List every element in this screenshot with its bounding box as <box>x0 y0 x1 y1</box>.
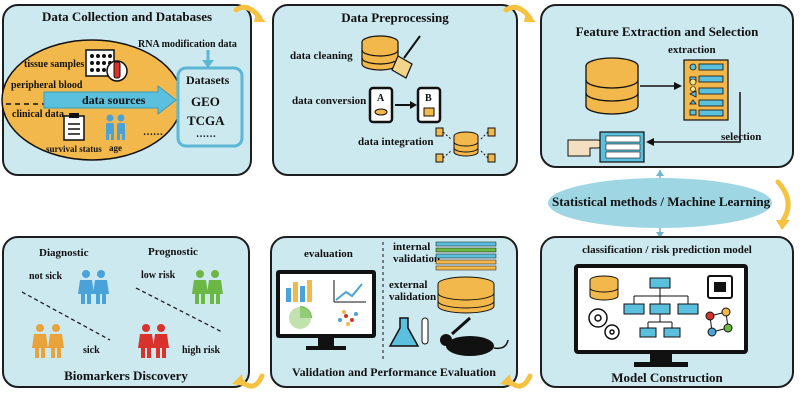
external-database-icon <box>437 276 495 314</box>
low-risk-label: low risk <box>141 270 176 281</box>
datasets-dots: …… <box>196 129 216 140</box>
feature-list-icon <box>683 59 729 121</box>
sick-people-icon <box>32 324 64 358</box>
integration-icon <box>435 127 496 163</box>
box-a-label: A <box>377 93 385 104</box>
blood-tube-icon <box>106 60 128 82</box>
data-sources-arrow <box>43 84 177 116</box>
syringe-icon <box>451 316 471 336</box>
data-sources-label: data sources <box>82 93 146 107</box>
not-sick-people-icon <box>78 270 109 304</box>
not-sick-label: not sick <box>29 271 63 282</box>
blood-label: peripheral blood <box>11 80 83 91</box>
diagnostic-label: Diagnostic <box>39 247 89 259</box>
low-risk-people-icon <box>192 270 223 304</box>
rna-label: RNA modification data <box>138 39 237 50</box>
panel-title-biomarkers: Biomarkers Discovery <box>64 368 188 383</box>
high-risk-label: high risk <box>182 345 221 356</box>
broom-icon <box>391 35 421 79</box>
panel-title-preprocessing: Data Preprocessing <box>341 10 449 25</box>
external-label: external validation <box>389 279 437 303</box>
panel-title-feature: Feature Extraction and Selection <box>575 24 759 39</box>
cleaning-database-icon <box>361 35 399 71</box>
clinical-label: clinical data <box>12 109 64 120</box>
network-icon <box>705 307 733 337</box>
datasets-title: Datasets <box>186 73 230 87</box>
panel-biomarkers <box>2 236 250 388</box>
survival-label: survival status <box>46 144 102 154</box>
internal-bars-icon <box>435 241 497 271</box>
internal-label: internal validation <box>393 241 441 265</box>
box-b-label: B <box>425 93 432 104</box>
model-subtitle: classification / risk prediction model <box>582 244 752 256</box>
evaluation-monitor-icon <box>276 270 376 350</box>
center-label: Statistical methods / Machine Learning <box>552 194 771 209</box>
evaluation-label: evaluation <box>304 248 353 260</box>
gears-icon <box>588 308 620 340</box>
chip-icon <box>707 275 733 299</box>
cleaning-label: data cleaning <box>290 50 353 62</box>
conversion-icon <box>368 86 442 124</box>
age-label: age <box>109 143 122 153</box>
datasets-box <box>176 66 244 148</box>
conversion-label: data conversion <box>292 95 367 107</box>
mouse-icon <box>440 334 509 356</box>
selected-list-icon <box>599 131 645 163</box>
age-people-icon <box>106 114 125 140</box>
panel-title-data-collection: Data Collection and Databases <box>41 9 213 24</box>
prognostic-label: Prognostic <box>148 246 198 258</box>
model-database-icon <box>589 275 619 301</box>
selection-label: selection <box>721 131 762 143</box>
sick-label: sick <box>83 345 100 356</box>
tissue-label: tissue samples <box>24 59 85 70</box>
feature-database-icon <box>585 57 639 115</box>
extraction-label: extraction <box>668 44 716 56</box>
tissue-plate-icon <box>85 49 115 77</box>
rna-arrow <box>202 60 214 68</box>
panel-title-validation: Validation and Performance Evaluation <box>292 365 496 379</box>
collection-dots: …… <box>143 127 163 138</box>
center-ellipse <box>548 178 772 228</box>
panel-title-model: Model Construction <box>611 370 723 385</box>
geo-label: GEO <box>191 94 220 109</box>
clipboard-icon <box>63 113 85 141</box>
tree-icon <box>623 277 699 338</box>
integration-label: data integration <box>358 136 434 148</box>
flask-icon <box>388 317 429 347</box>
tcga-label: TCGA <box>187 113 225 128</box>
high-risk-people-icon <box>138 324 169 358</box>
arrow-feature-to-model <box>775 179 791 225</box>
